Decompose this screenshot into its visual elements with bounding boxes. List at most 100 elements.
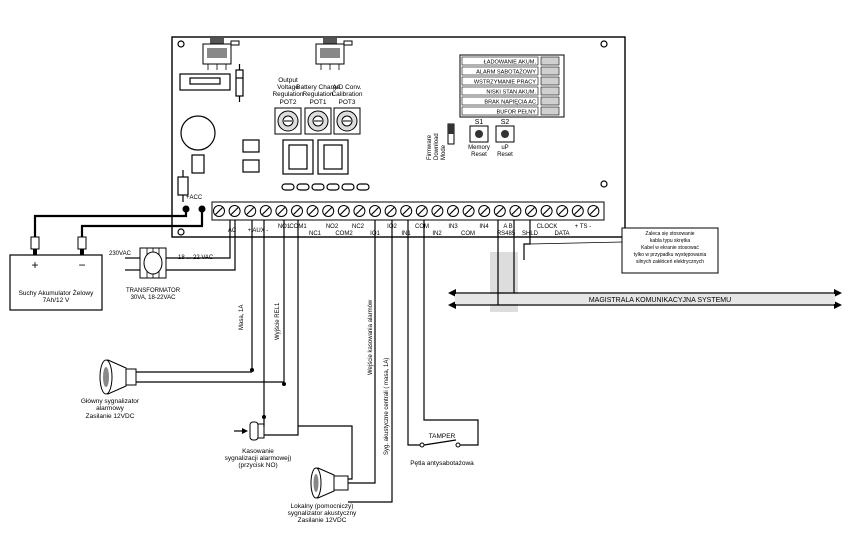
local-siren: Lokalny (pomocniczy) sygnalizator akusty… (288, 425, 357, 524)
terminal-screw (493, 205, 506, 217)
reset-button-line2: sygnalizacji alarmowej) (225, 455, 292, 462)
terminal-screw (213, 205, 225, 217)
terminal-screw (369, 205, 381, 217)
local-siren-line1: Lokalny (pomocniczy) (291, 503, 354, 510)
terminal-screw (353, 205, 366, 217)
led-indicator (540, 66, 560, 76)
status-led: WSTRZYMANIE PRACY (461, 76, 560, 86)
s1-desc-2: Reset (471, 152, 487, 158)
com2-label: COM2 (335, 231, 353, 237)
local-siren-line3: Zasilanie 12VDC (298, 517, 347, 524)
voltage-regulator-left (202, 38, 240, 70)
pot2-desc-1: Output (278, 77, 298, 84)
reset-button-line1: Kasowanie (242, 448, 274, 455)
transformer-spec: 30VA, 18-22VAC (131, 295, 176, 301)
rs485-label: RS485 (497, 231, 516, 237)
terminal-screw (571, 205, 584, 217)
main-siren-line2: alarmowy (96, 405, 125, 412)
status-led-label: BRAK NAPIĘCIA AC (484, 99, 536, 105)
terminal-screw (275, 205, 288, 217)
terminal-screw (431, 205, 444, 217)
note-line3: Kabel w ekranie stosować (641, 245, 699, 251)
voltage-regulator-right (315, 38, 353, 70)
led-indicator (540, 96, 560, 106)
terminal-screw (259, 205, 272, 217)
terminal-screw (306, 205, 319, 217)
mounting-holes (177, 40, 608, 236)
firmware-jumper[interactable]: Firmware Download Mode (427, 123, 455, 160)
board-components (177, 64, 370, 202)
battery-wires (33, 209, 204, 237)
in4-label: IN4 (479, 224, 489, 230)
note-line5: silnych zakłóceń elektrycznych (636, 259, 704, 265)
status-led-label: NISKI STAN AKUM. (486, 89, 536, 95)
note-line1: Zaleca się stosowanie (645, 231, 694, 237)
led-indicator (540, 76, 560, 86)
s1-desc-1: Memory (468, 145, 490, 151)
status-led: ALARM SABOTAŻOWY (461, 66, 560, 76)
local-siren-line2: sygnalizator akustyczny (288, 510, 357, 517)
status-led-panel: ŁADOWANIE AKUM.ALARM SABOTAŻOWYWSTRZYMAN… (459, 54, 565, 118)
wire-label-rel1: Wyjście REL1 (275, 302, 281, 340)
firmware-label-2: Download (434, 133, 440, 160)
pot2-desc-2: Voltage (277, 84, 299, 91)
terminal-screw (291, 205, 303, 217)
status-led: BRAK NAPIĘCIA AC (461, 96, 560, 106)
terminal-screw (322, 205, 335, 217)
terminal-strip (211, 201, 605, 221)
wire-label-syg: Syg. akustyczne centrali ( masa, 1A) (384, 358, 390, 455)
in3-label: IN3 (448, 224, 458, 230)
pot1-label: POT1 (310, 99, 327, 106)
transformer-input: 230VAC (109, 251, 132, 257)
acc-label: +ACC (186, 195, 203, 201)
pot3-desc-1: A/D Conv. (332, 84, 361, 91)
terminal-screw (337, 205, 350, 217)
led-indicator (540, 106, 560, 116)
tamper-switch: TAMPER Pętla antysabotażowa (410, 433, 474, 467)
terminal-screw (587, 205, 600, 217)
up-reset-button[interactable]: S2 uP Reset (495, 119, 515, 158)
pot3-label: POT3 (339, 99, 356, 106)
cable-note: Zaleca się stosowanie kabla typu skrętka… (529, 227, 719, 274)
wire-label-kasowanie: Wejście kasowania alarmów (368, 299, 374, 375)
memory-reset-button[interactable]: S1 Memory Reset (468, 119, 490, 158)
in2-label: IN2 (432, 231, 442, 237)
bus-label: MAGISTRALA KOMUNIKACYJNA SYSTEMU (589, 297, 731, 304)
terminal-screw (556, 205, 569, 217)
main-siren-line1: Główny sygnalizator (81, 398, 140, 405)
terminal-screw (415, 205, 428, 217)
communication-bus: MAGISTRALA KOMUNIKACYJNA SYSTEMU (448, 220, 842, 312)
pot3-desc-2: Calibration (331, 91, 362, 98)
terminal-screw (478, 205, 491, 217)
s1-label: S1 (475, 119, 484, 126)
terminal-screw (447, 205, 459, 217)
ts-label: + TS - (575, 224, 591, 230)
status-led-label: BUFOR PEŁNY (497, 109, 537, 115)
in1-label: IN1 (401, 231, 411, 237)
ab-label: A B (503, 224, 512, 230)
terminal-screw (228, 205, 241, 217)
com-bottom-label: COM (461, 231, 475, 237)
wire-label-masa: Masa, 1A (239, 305, 245, 330)
alarm-reset-push-button: Kasowanie sygnalizacji alarmowej) (przyc… (225, 417, 299, 469)
main-siren: Główny sygnalizator alarmowy Zasilanie 1… (81, 359, 284, 420)
tamper-label: TAMPER (429, 433, 456, 440)
ac-label: AC (228, 228, 237, 234)
potentiometer-pot2[interactable]: Output Voltage Regulation POT2 (272, 77, 304, 135)
status-led-label: ALARM SABOTAŻOWY (476, 68, 536, 75)
nc2-label: NC2 (352, 224, 365, 230)
terminal-screw (400, 205, 413, 217)
terminal-screw (525, 205, 537, 217)
output-wires (251, 220, 479, 503)
clock-label: CLOCK (537, 224, 558, 230)
note-line2: kabla typu skrętka (650, 238, 691, 244)
s2-desc-2: Reset (497, 152, 513, 158)
reset-button-line3: (przycisk NO) (238, 462, 277, 469)
pot2-desc-3: Regulation (272, 91, 303, 98)
terminal-screw (540, 205, 553, 217)
battery-spec: 7Ah/12 V (43, 297, 70, 304)
potentiometer-pot1[interactable]: Battery Charge Regulation POT1 (296, 84, 340, 135)
potentiometer-pot3[interactable]: A/D Conv. Calibration POT3 (331, 84, 363, 135)
com-top-label: COM (415, 224, 429, 230)
